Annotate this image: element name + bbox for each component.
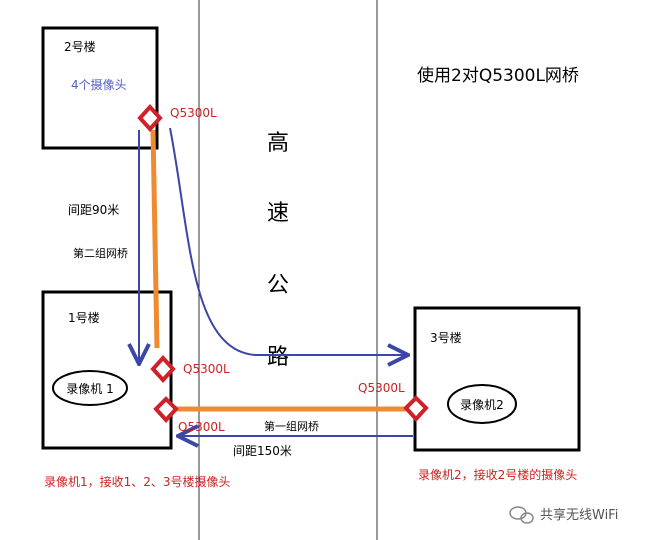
bridge-b1-top-icon bbox=[150, 355, 176, 383]
bridge-b3-label: Q5300L bbox=[358, 381, 405, 395]
highway-char-2: 速 bbox=[267, 201, 289, 226]
vertical-distance-label: 间距90米 bbox=[68, 203, 119, 217]
second-group-label: 第二组网桥 bbox=[73, 246, 128, 260]
arrow-b2-to-b3 bbox=[169, 127, 406, 355]
recorder-1-caption: 录像机1，接收1、2、3号楼摄像头 bbox=[44, 474, 231, 489]
building-2-cameras: 4个摄像头 bbox=[71, 77, 127, 92]
highway-char-4: 路 bbox=[267, 345, 289, 370]
bridge-b1-top-label: Q5300L bbox=[183, 362, 230, 376]
building-2-label: 2号楼 bbox=[64, 39, 96, 54]
wechat-icon bbox=[509, 506, 534, 524]
building-3-label: 3号楼 bbox=[430, 330, 462, 345]
recorder-2-caption: 录像机2，接收2号楼的摄像头 bbox=[418, 467, 577, 482]
bridge-b2-top-label: Q5300L bbox=[170, 106, 217, 120]
recorder-1-ellipse bbox=[52, 370, 128, 406]
recorder-2-ellipse bbox=[447, 384, 517, 424]
highway-char-3: 公 bbox=[267, 273, 289, 298]
first-group-label: 第一组网桥 bbox=[264, 419, 319, 433]
highway-char-1: 高 bbox=[267, 131, 289, 156]
recorder-2-label: 录像机2 bbox=[460, 398, 504, 412]
horizontal-distance-label: 间距150米 bbox=[233, 444, 292, 458]
bridge-b1-bottom-icon bbox=[153, 396, 179, 423]
bridge-b3-icon bbox=[403, 395, 429, 422]
building-2-box bbox=[41, 26, 159, 150]
bridge-b2-top-icon bbox=[137, 104, 163, 132]
recorder-1-label: 录像机 1 bbox=[66, 382, 113, 396]
building-1-label: 1号楼 bbox=[68, 310, 100, 325]
diagram-title: 使用2对Q5300L网桥 bbox=[417, 65, 579, 86]
watermark-text: 共享无线WiFi bbox=[540, 507, 618, 523]
building-3-box bbox=[413, 306, 581, 452]
second-group-link bbox=[150, 129, 160, 349]
bridge-b1-bottom-label: Q5300L bbox=[178, 420, 225, 434]
